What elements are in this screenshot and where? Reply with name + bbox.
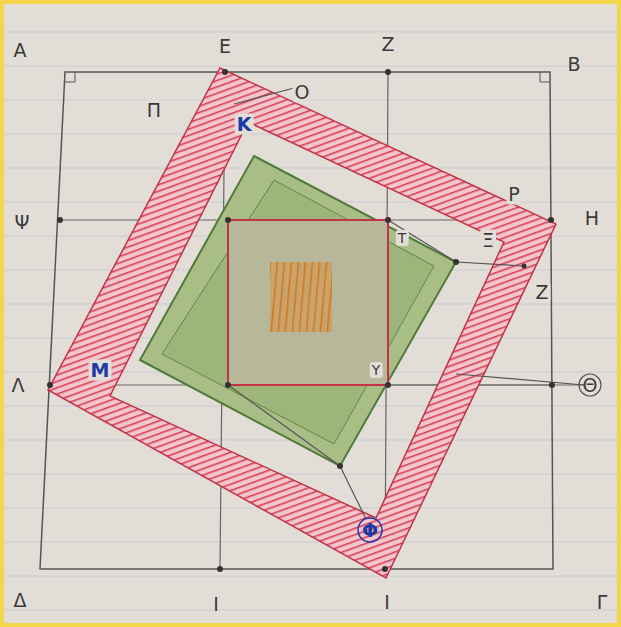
point-label: Π <box>145 100 163 121</box>
point-label: Ι <box>382 592 392 613</box>
point-label: Ζ <box>533 282 550 303</box>
point-label: Ο <box>293 82 312 103</box>
point-label: Ι <box>211 594 221 615</box>
point-label: Ε <box>217 36 233 57</box>
point-label: Δ <box>12 590 29 611</box>
point-label: Λ <box>10 375 27 396</box>
point-label: Ψ <box>13 212 32 233</box>
point-label: Φ <box>360 520 380 541</box>
point-label: Ζ <box>379 34 396 55</box>
point-label: Κ <box>235 114 254 135</box>
point-label: Γ <box>595 592 610 613</box>
point-label: Υ <box>370 362 383 378</box>
point-label: Θ <box>581 375 600 396</box>
point-label: Α <box>12 40 29 61</box>
point-label: Ξ <box>480 230 496 251</box>
point-label: Η <box>583 208 601 229</box>
point-label: Ρ <box>506 184 521 205</box>
paper-sheet: Α Ε Ζ Β Π Ο Κ Ρ Η Ξ Ζ Ψ Τ Λ Μ Θ Υ Φ Δ Ι Ι Γ <box>4 4 617 623</box>
point-label: Μ <box>89 360 112 381</box>
point-label: Τ <box>396 230 409 246</box>
point-label: Β <box>565 54 582 75</box>
